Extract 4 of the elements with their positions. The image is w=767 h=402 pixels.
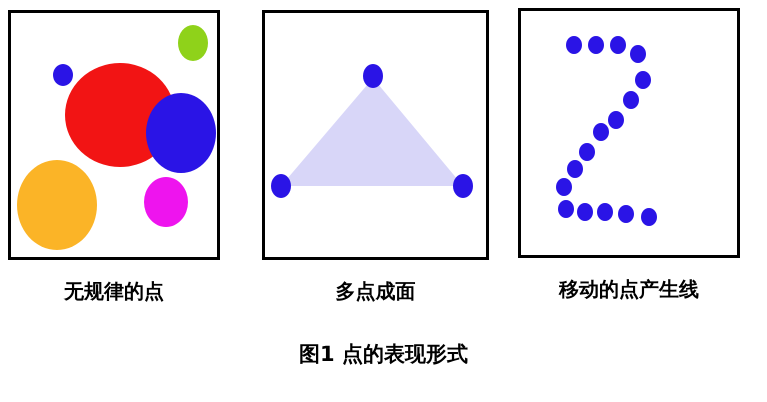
picture-caption: 无规律的点 xyxy=(64,279,164,303)
picture-caption: 多点成面 xyxy=(336,279,416,303)
figure-caption: 图1 点的表现形式 xyxy=(299,341,468,368)
picture-caption: 移动的点产生线 xyxy=(559,277,699,301)
